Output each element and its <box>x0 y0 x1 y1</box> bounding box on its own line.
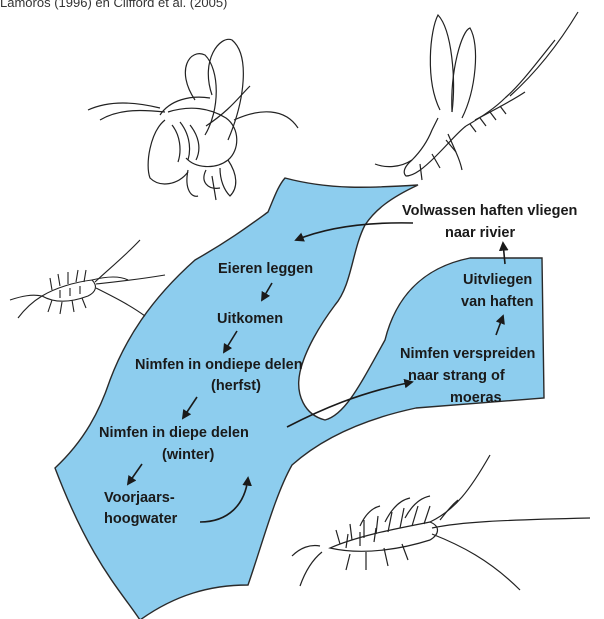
label-emerge-2: van haften <box>461 292 534 313</box>
label-spread-2: naar strang of <box>408 366 505 387</box>
label-eggs: Eieren leggen <box>218 259 313 280</box>
mayfly-adult-side-icon <box>88 39 298 200</box>
label-hatch: Uitkomen <box>217 309 283 330</box>
mayfly-adult-top-icon <box>375 12 578 180</box>
label-spread-3: moeras <box>450 388 502 409</box>
label-adults-2: naar rivier <box>445 223 515 244</box>
mayfly-nymph-small-icon <box>10 240 165 318</box>
mayfly-nymph-large-icon <box>292 455 590 590</box>
label-emerge-1: Uitvliegen <box>463 270 532 291</box>
label-shallow-1: Nimfen in ondiepe delen <box>135 355 303 376</box>
label-spread-1: Nimfen verspreiden <box>400 344 535 365</box>
label-shallow-2: (herfst) <box>211 376 261 397</box>
label-flood-2: hoogwater <box>104 509 177 530</box>
label-flood-1: Voorjaars- <box>104 488 175 509</box>
label-deep-2: (winter) <box>162 445 214 466</box>
label-adults-1: Volwassen haften vliegen <box>402 201 577 222</box>
label-deep-1: Nimfen in diepe delen <box>99 423 249 444</box>
